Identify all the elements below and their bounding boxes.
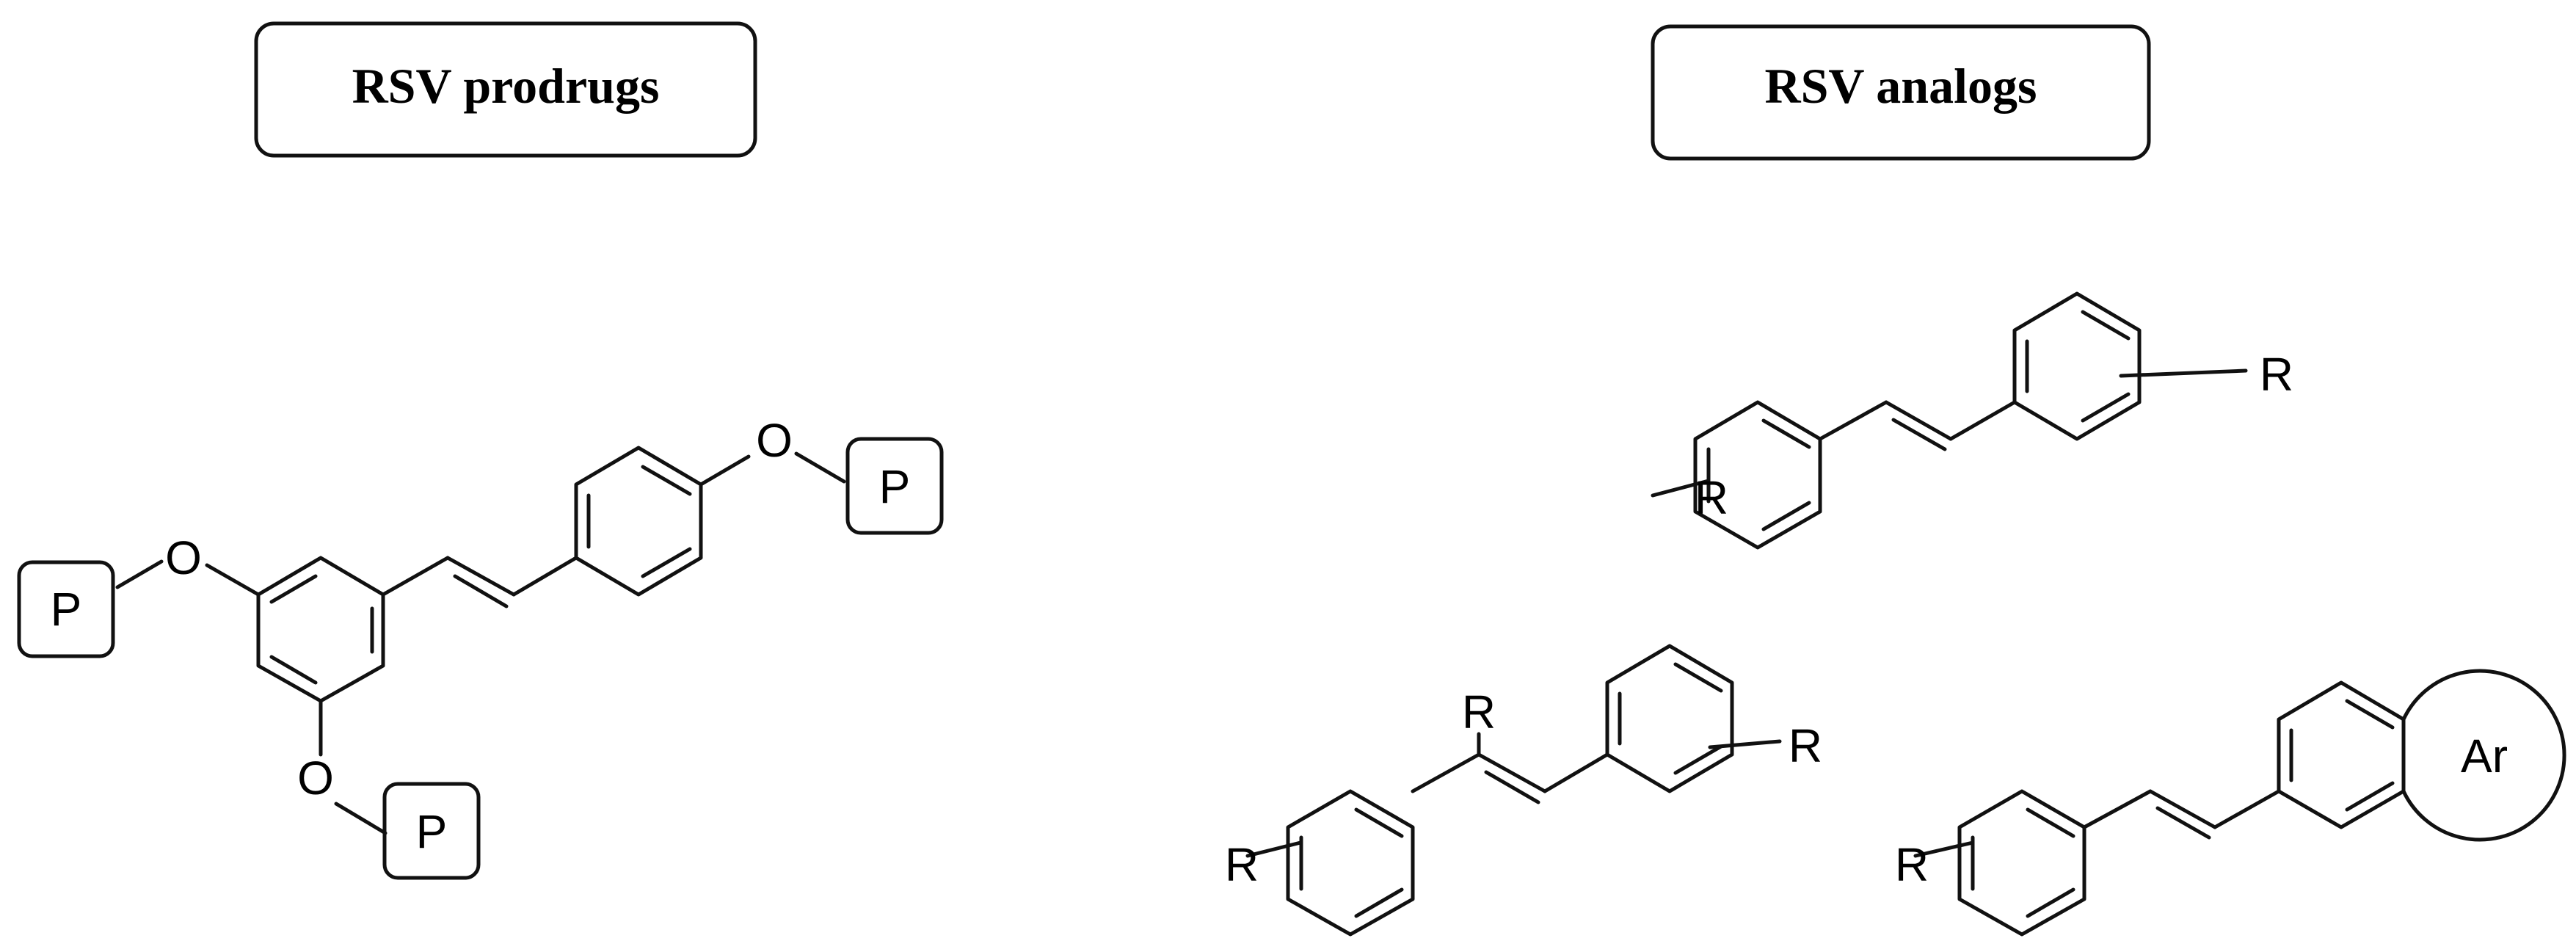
prodrugs-title: RSV prodrugs xyxy=(352,58,660,114)
analog3-vinyl-bridge xyxy=(2082,789,2281,840)
r-group-analog2-right: R xyxy=(1789,719,1822,772)
protecting-group-left-label: P xyxy=(51,583,82,636)
protecting-group-bottom-label: P xyxy=(416,805,448,858)
analog3-ring-right xyxy=(2277,680,2406,829)
oxygen-atom-right: O xyxy=(756,414,793,467)
oxygen-atom-bottom: O xyxy=(297,752,334,804)
prodrug-ring-a xyxy=(256,556,385,703)
analog1-vinyl-bridge xyxy=(1818,400,2017,451)
analogs-title: RSV analogs xyxy=(1765,58,2037,114)
prodrug-structure: O O O P P P xyxy=(17,414,944,880)
analog2-ring-left xyxy=(1286,789,1415,937)
prodrug-vinyl-bridge xyxy=(381,556,578,608)
prodrug-ring-b xyxy=(574,446,703,597)
analog-fused-aryl: R Ar xyxy=(1895,669,2566,937)
r-group-analog1-right: R xyxy=(2260,348,2293,401)
analog-alpha-substituted: R R R xyxy=(1225,644,1822,937)
aryl-ring xyxy=(2401,669,2566,842)
protecting-group-bottom: P xyxy=(382,782,481,880)
prodrugs-title-box: RSV prodrugs xyxy=(254,21,757,158)
protecting-group-left: P xyxy=(17,560,115,658)
analog1-ring-right xyxy=(2012,291,2142,441)
analog2-ring-right xyxy=(1605,644,1734,793)
protecting-group-right: P xyxy=(845,437,944,535)
r-group-analog2-left: R xyxy=(1225,838,1259,891)
r-group-analog2-alpha: R xyxy=(1462,686,1496,738)
r-group-analog3-left: R xyxy=(1895,838,1929,891)
analog2-vinyl-bridge xyxy=(1411,732,1609,804)
aryl-label: Ar xyxy=(2461,730,2508,782)
analog-stilbene: R R xyxy=(1651,291,2293,550)
oxygen-atom-left: O xyxy=(165,531,202,584)
analog3-ring-left xyxy=(1957,789,2086,937)
protecting-group-right-label: P xyxy=(879,460,911,513)
analogs-title-box: RSV analogs xyxy=(1651,24,2151,161)
r-group-analog1-left: R xyxy=(1695,471,1728,524)
